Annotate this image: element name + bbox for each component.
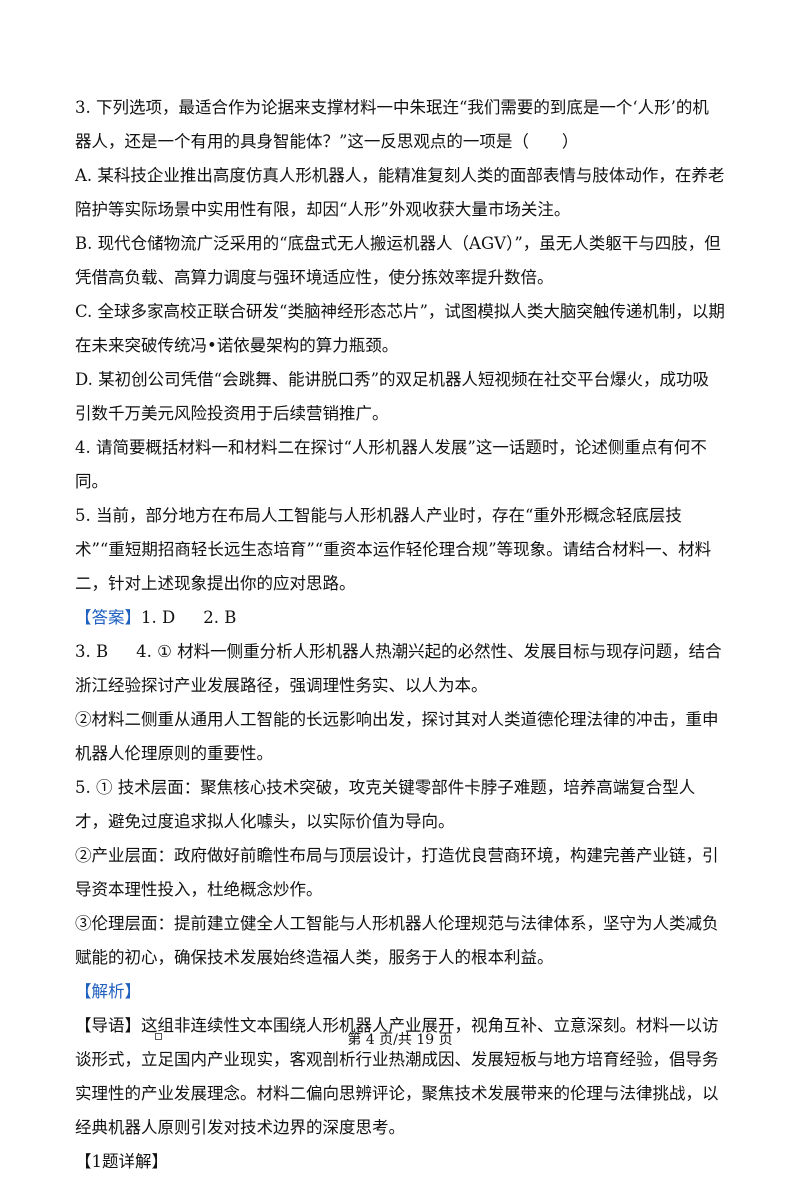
answer-5-part-3: ③伦理层面：提前建立健全人工智能与人形机器人伦理规范与法律体系，坚守为人类减负赋… [75, 914, 719, 967]
answer-3: 3. B [75, 642, 109, 661]
analysis-label: 【解析】 [75, 982, 141, 1001]
question-3-option-b: B. 现代仓储物流广泛采用的“底盘式无人搬运机器人（AGV）”，虽无人类躯干与四… [75, 234, 721, 287]
answer-2: 2. B [203, 608, 237, 627]
page-footer: 第 4 页/共 19 页 [347, 1032, 453, 1048]
question-3-option-c: C. 全球多家高校正联合研发“类脑神经形态芯片”，试图模拟人类大脑突触传递机制，… [75, 302, 725, 355]
question-3-option-d: D. 某初创公司凭借“会跳舞、能讲脱口秀”的双足机器人短视频在社交平台爆火，成功… [75, 370, 710, 423]
answer-label: 【答案】 [75, 608, 141, 627]
answer-4-part-2: ②材料二侧重从通用人工智能的长远影响出发，探讨其对人类道德伦理法律的冲击，重申机… [75, 710, 719, 763]
guide-text: 这组非连续性文本围绕人形机器人产业展开，视角互补、立意深刻。材料一以访谈形式，立… [75, 1016, 719, 1137]
question-5: 5. 当前，部分地方在布局人工智能与人形机器人产业时，存在“重外形概念轻底层技术… [75, 506, 712, 593]
analysis-guide: 【导语】这组非连续性文本围绕人形机器人产业展开，视角互补、立意深刻。材料一以访谈… [75, 1009, 725, 1145]
question-3-stem: 3. 下列选项，最适合作为论据来支撑材料一中朱珉迕“我们需要的到底是一个‘人形’… [75, 98, 709, 151]
guide-label: 【导语】 [75, 1016, 141, 1035]
document-page: 3. 下列选项，最适合作为论据来支撑材料一中朱珉迕“我们需要的到底是一个‘人形’… [75, 98, 725, 1171]
answer-5-part-2: ②产业层面：政府做好前瞻性布局与顶层设计，打造优良营商环境，构建完善产业链，引导… [75, 846, 719, 899]
question-3-option-a: A. 某科技企业推出高度仿真人形机器人，能精准复刻人类的面部表情与肢体动作，在养… [75, 166, 725, 219]
analysis-heading: 【解析】 [75, 975, 725, 1009]
question-4: 4. 请简要概括材料一和材料二在探讨“人形机器人发展”这一话题时，论述侧重点有何… [75, 438, 707, 491]
detail-heading: 【1题详解】 [75, 1152, 168, 1171]
answer-1: 1. D [141, 608, 176, 627]
page-content: 3. 下列选项，最适合作为论据来支撑材料一中朱珉迕“我们需要的到底是一个‘人形’… [75, 91, 725, 1179]
answer-5-part-1: 5. ① 技术层面：聚焦核心技术突破，攻克关键零部件卡脖子难题，培养高端复合型人… [75, 778, 696, 831]
answer-4-part-1: 4. ① 材料一侧重分析人形机器人热潮兴起的必然性、发展目标与现存问题，结合浙江… [75, 642, 722, 695]
small-square-mark-icon [155, 1033, 162, 1040]
answer-line: 【答案】1. D 2. B [75, 601, 725, 635]
